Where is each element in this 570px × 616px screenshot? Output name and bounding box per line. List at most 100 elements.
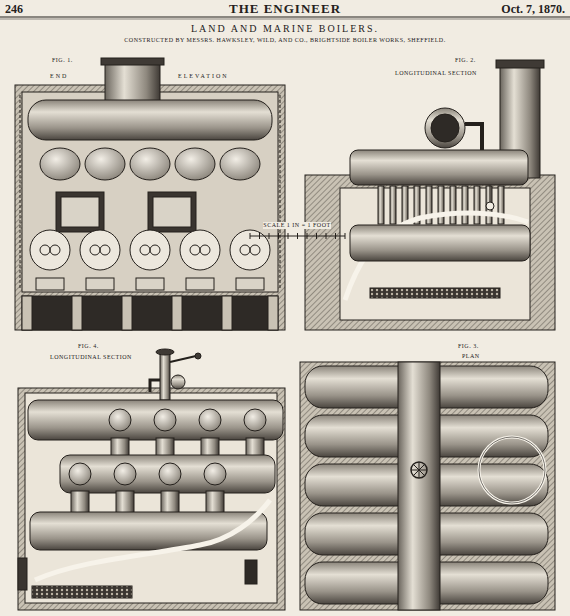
view-name: LONGITUDINAL SECTION	[50, 354, 132, 361]
longitudinal-section-boiler-circle	[431, 114, 459, 142]
scale-bar-line	[316, 233, 317, 239]
longitudinal-section-marine-g-rect	[246, 438, 264, 457]
longitudinal-section-marine-g-rect	[116, 491, 134, 514]
longitudinal-section-marine-g-circle	[154, 409, 176, 431]
end-elevation-rect	[101, 58, 164, 65]
view-name: END	[50, 73, 68, 80]
longitudinal-section-marine-g-circle	[204, 463, 226, 485]
header-rule-line	[0, 16, 570, 17]
end-elevation-g-ellipse	[220, 148, 260, 180]
longitudinal-section-marine-rect	[32, 586, 132, 598]
end-elevation	[15, 58, 285, 330]
scale-bar-line	[345, 233, 346, 239]
longitudinal-section-boiler-g-rect	[462, 186, 468, 224]
end-elevation-line	[20, 95, 21, 290]
end-elevation-g-circle	[240, 245, 250, 255]
longitudinal-section-marine-g-rect	[111, 438, 129, 457]
longitudinal-section-boiler-g-rect	[402, 186, 408, 224]
journal-title: THE ENGINEER	[229, 2, 341, 16]
plate-title: LAND AND MARINE BOILERS.	[191, 23, 379, 34]
view-name: LONGITUDINAL SECTION	[395, 70, 477, 77]
longitudinal-section-marine-g-rect	[201, 438, 219, 457]
end-elevation-rect	[105, 62, 160, 102]
longitudinal-section-boiler-line	[490, 185, 491, 202]
issue-date: Oct. 7, 1870.	[501, 3, 565, 16]
end-elevation-rect	[148, 192, 196, 232]
longitudinal-section-marine-path	[150, 380, 160, 392]
longitudinal-section-marine-g-rect	[71, 491, 89, 514]
longitudinal-section-marine-g	[69, 463, 226, 514]
end-elevation-g-circle	[40, 245, 50, 255]
scale-note: SCALE 1 IN = 1 FOOT	[263, 222, 330, 229]
end-elevation-rect	[22, 296, 278, 330]
end-elevation-g-rect	[136, 278, 164, 290]
end-elevation-g-ellipse	[40, 148, 80, 180]
plan-view-circle	[479, 437, 545, 503]
end-elevation-g-circle	[50, 245, 60, 255]
end-elevation-g-circle	[190, 245, 200, 255]
plan-view-g-line	[413, 464, 424, 475]
longitudinal-section-marine-rect	[28, 400, 283, 440]
header-rule	[0, 17, 570, 19]
longitudinal-section-marine-circle	[171, 375, 185, 389]
end-elevation-g-circle	[130, 230, 170, 270]
scale-bar-line	[250, 233, 251, 239]
longitudinal-section-boiler-path	[465, 124, 482, 150]
end-elevation-g-rect	[22, 296, 32, 330]
end-elevation-g	[22, 296, 278, 330]
longitudinal-section-marine-g-circle	[244, 409, 266, 431]
longitudinal-section-marine-circle	[195, 353, 201, 359]
longitudinal-section-boiler-g-rect	[378, 186, 384, 224]
longitudinal-section-boiler-rect	[305, 175, 555, 330]
longitudinal-section-marine-g-circle	[69, 463, 91, 485]
longitudinal-section-marine	[18, 349, 285, 610]
end-elevation-g-rect	[122, 296, 132, 330]
end-elevation-g-circle	[100, 245, 110, 255]
scale-bar-line	[288, 233, 289, 239]
figure-number: FIG. 1.	[52, 57, 73, 64]
end-elevation-rect	[153, 197, 191, 227]
scale-bar-line	[307, 233, 308, 239]
end-elevation-g-rect	[72, 296, 82, 330]
longitudinal-section-marine-rect	[18, 388, 285, 610]
scale-bar	[250, 233, 345, 239]
plan-view-g	[411, 462, 427, 478]
end-elevation-g	[40, 148, 260, 180]
longitudinal-section-marine-g-circle	[114, 463, 136, 485]
end-elevation-g-circle	[80, 230, 120, 270]
longitudinal-section-boiler-circle	[425, 108, 465, 148]
end-elevation-g-rect	[268, 296, 278, 330]
longitudinal-section-marine-rect	[60, 455, 275, 493]
end-elevation-rect	[61, 197, 99, 227]
scale-bar-line	[326, 233, 327, 239]
longitudinal-section-boiler-g-rect	[450, 186, 456, 224]
end-elevation-g-rect	[186, 278, 214, 290]
longitudinal-section-boiler-g-rect	[474, 186, 480, 224]
end-elevation-g-ellipse	[85, 148, 125, 180]
scale-bar-line	[278, 233, 279, 239]
figure-number: FIG. 3.	[458, 343, 479, 350]
scale-bar-line	[297, 233, 298, 239]
end-elevation-g-circle	[30, 230, 70, 270]
page-number: 246	[5, 3, 23, 16]
end-elevation-rect	[56, 192, 104, 232]
longitudinal-section-marine-g-circle	[159, 463, 181, 485]
longitudinal-section-marine-g-circle	[199, 409, 221, 431]
longitudinal-section-marine-g-circle	[109, 409, 131, 431]
longitudinal-section-boiler-rect	[350, 225, 530, 261]
longitudinal-section-marine-g-rect	[156, 438, 174, 457]
end-elevation-g-circle	[250, 245, 260, 255]
end-elevation-g-rect	[222, 296, 232, 330]
end-elevation-g	[30, 230, 270, 290]
end-elevation-g-circle	[150, 245, 160, 255]
end-elevation-g-ellipse	[175, 148, 215, 180]
view-name: ELEVATION	[178, 73, 229, 80]
longitudinal-section-boiler-circle	[486, 202, 494, 210]
figure-number: FIG. 2.	[455, 57, 476, 64]
end-elevation-g-circle	[200, 245, 210, 255]
longitudinal-section-boiler-g-rect	[498, 186, 504, 224]
longitudinal-section-marine-rect	[245, 560, 257, 584]
longitudinal-section-marine-ellipse	[156, 349, 174, 355]
end-elevation-g-circle	[180, 230, 220, 270]
